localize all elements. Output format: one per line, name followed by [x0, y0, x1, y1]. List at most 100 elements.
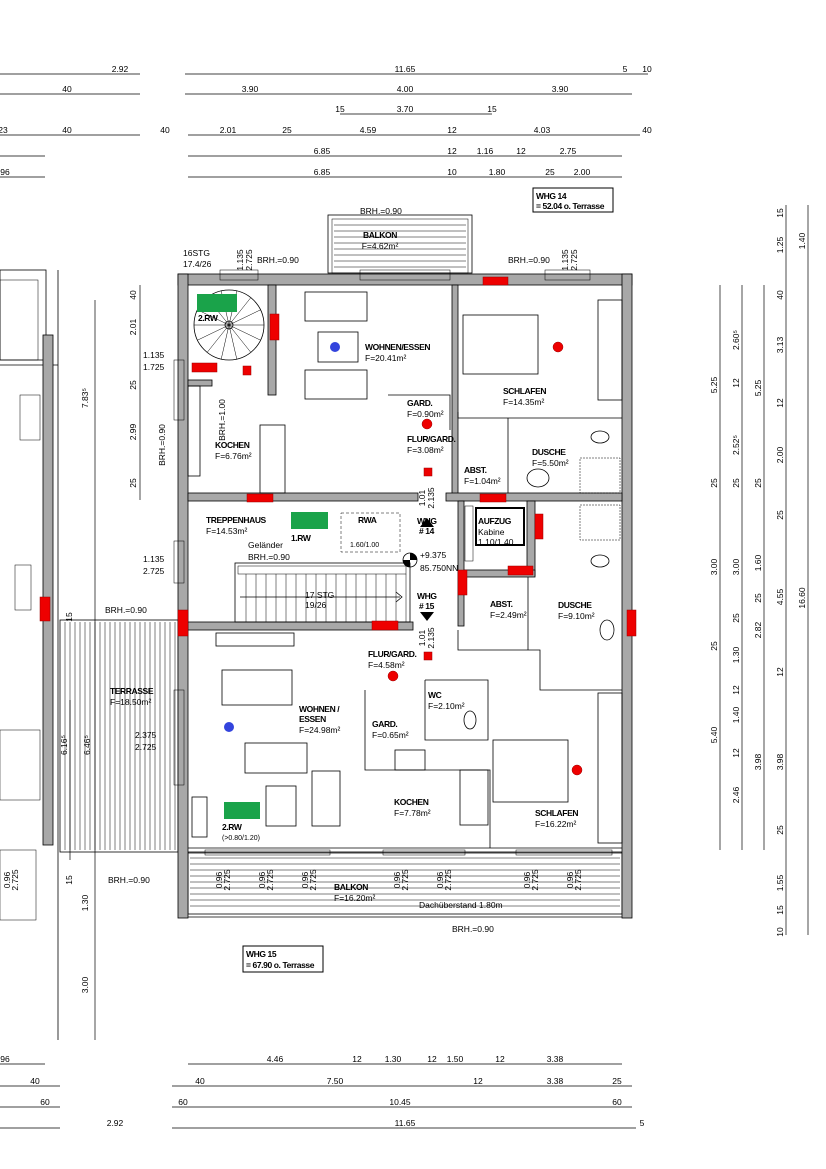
- annotation: Dachüberstand 1.80m: [419, 900, 503, 910]
- annotation: 2.725: [244, 249, 254, 271]
- room-area: F=14.35m²: [503, 397, 545, 407]
- dimension-label: 2.60⁵: [731, 330, 741, 350]
- dimension-label: 11.65: [395, 64, 416, 74]
- room-name: GARD.: [407, 398, 432, 408]
- dimension-label: 2.99: [128, 423, 138, 440]
- annotation: BRH.=0.90: [360, 206, 402, 216]
- unit-name: WHG 14: [536, 191, 567, 201]
- annotation: 1.135: [235, 249, 245, 271]
- annotation: 19/26: [305, 600, 327, 610]
- annotation: 2.725: [143, 566, 165, 576]
- dimension-label: 40: [642, 125, 652, 135]
- dimension-label: 40: [62, 125, 72, 135]
- window-label: 2.725: [308, 869, 318, 891]
- annotation: # 15: [419, 601, 435, 611]
- dimension-label: 60: [612, 1097, 622, 1107]
- room-area: F=7.78m²: [394, 808, 431, 818]
- window-label: 2.725: [222, 869, 232, 891]
- dimension-label: 4.03: [534, 125, 551, 135]
- dimension-label: 1.60: [753, 554, 763, 571]
- dimension-label: 1.40: [731, 706, 741, 723]
- annotation: WHG: [417, 591, 437, 601]
- room-name: AUFZUG: [478, 516, 512, 526]
- annotation: 1.30: [80, 894, 90, 911]
- annotation: 15: [64, 612, 74, 622]
- dimension-label: 25: [709, 478, 719, 488]
- balcony-top: [327, 214, 473, 274]
- room-name: DUSCHE: [558, 600, 592, 610]
- window-label: 0.96: [214, 871, 224, 888]
- dimension-label: 40: [30, 1076, 40, 1086]
- room-name: TREPPENHAUS: [206, 515, 267, 525]
- room-area: F=4.58m²: [368, 660, 405, 670]
- room-name: BALKON: [363, 230, 397, 240]
- room-area: F=18.50m²: [110, 697, 152, 707]
- annotation: 6.46⁵: [82, 735, 92, 755]
- dimension-lines: [0, 73, 809, 1129]
- dimension-label: 2.52⁵: [731, 435, 741, 455]
- dimension-label: 12: [731, 378, 741, 388]
- dimension-label: 10: [642, 64, 652, 74]
- annotation: 2.375: [135, 730, 157, 740]
- annotation: 1.135: [560, 249, 570, 271]
- dimension-label: 3.00: [731, 558, 741, 575]
- dimension-label: 1.50: [447, 1054, 464, 1064]
- room-name: SCHLAFEN: [535, 808, 578, 818]
- room-area: F=0.90m²: [407, 409, 444, 419]
- room-area: F=2.49m²: [490, 610, 527, 620]
- exit-sign-icon: [197, 294, 237, 312]
- dimension-label: 5.40: [709, 726, 719, 743]
- dimension-label: 3.38: [547, 1054, 564, 1064]
- dimension-label: 3.70: [397, 104, 414, 114]
- window-label: 2.725: [265, 869, 275, 891]
- annotation: 2.135: [426, 627, 436, 649]
- rwa-hatch: [340, 512, 401, 553]
- furniture: [187, 291, 623, 844]
- dimension-label: 12: [731, 685, 741, 695]
- dimension-label: 12: [427, 1054, 437, 1064]
- room-name: TERRASSE: [110, 686, 154, 696]
- room-name: GARD.: [372, 719, 397, 729]
- whg15-box: [242, 945, 324, 973]
- dimension-label: 25: [775, 510, 785, 520]
- annotation: 3.00: [80, 976, 90, 993]
- room-area: F=0.65m²: [372, 730, 409, 740]
- dimension-label: 3.98: [775, 753, 785, 770]
- room-name: WOHNEN /: [299, 704, 340, 714]
- dimension-label: 2.92: [107, 1118, 124, 1128]
- dimension-label: 25: [775, 825, 785, 835]
- dimension-label: 40: [775, 290, 785, 300]
- dimension-label: 16.60: [797, 587, 807, 609]
- dimension-label: 25: [128, 478, 138, 488]
- room-area: F=24.98m²: [299, 725, 341, 735]
- annotation: # 14: [419, 526, 435, 536]
- dimension-label: 12: [775, 667, 785, 677]
- dimension-label: 10.45: [389, 1097, 411, 1107]
- window-label: 2.725: [530, 869, 540, 891]
- dimension-label: 15: [487, 104, 497, 114]
- window-label: 0.96: [2, 871, 12, 888]
- window-label: 2.725: [443, 869, 453, 891]
- room-area: F=16.22m²: [535, 819, 577, 829]
- walls: [177, 273, 633, 919]
- room-area: F=6.76m²: [215, 451, 252, 461]
- annotation: 2.135: [426, 487, 436, 509]
- annotation: (>0.80/1.20): [222, 835, 260, 842]
- unit-area: = 52.04 o. Terrasse: [536, 201, 605, 211]
- room-area: F=3.08m²: [407, 445, 444, 455]
- dimension-label: 4.55: [775, 588, 785, 605]
- room-name: ESSEN: [299, 714, 326, 724]
- annotation: BRH.=0.90: [257, 255, 299, 265]
- dimension-label: 40: [128, 290, 138, 300]
- dimension-label: 25: [545, 167, 555, 177]
- dimension-label: 12: [495, 1054, 505, 1064]
- annotation: 6.16⁵: [59, 735, 69, 755]
- dimension-label: 1.40: [797, 232, 807, 249]
- annotation: BRH.=0.90: [508, 255, 550, 265]
- annotation: 1.01: [417, 629, 427, 646]
- balcony-bottom: [178, 851, 632, 918]
- dimension-label: 1.16: [477, 146, 494, 156]
- dimension-label: 1.30: [385, 1054, 402, 1064]
- terrace: [59, 619, 179, 853]
